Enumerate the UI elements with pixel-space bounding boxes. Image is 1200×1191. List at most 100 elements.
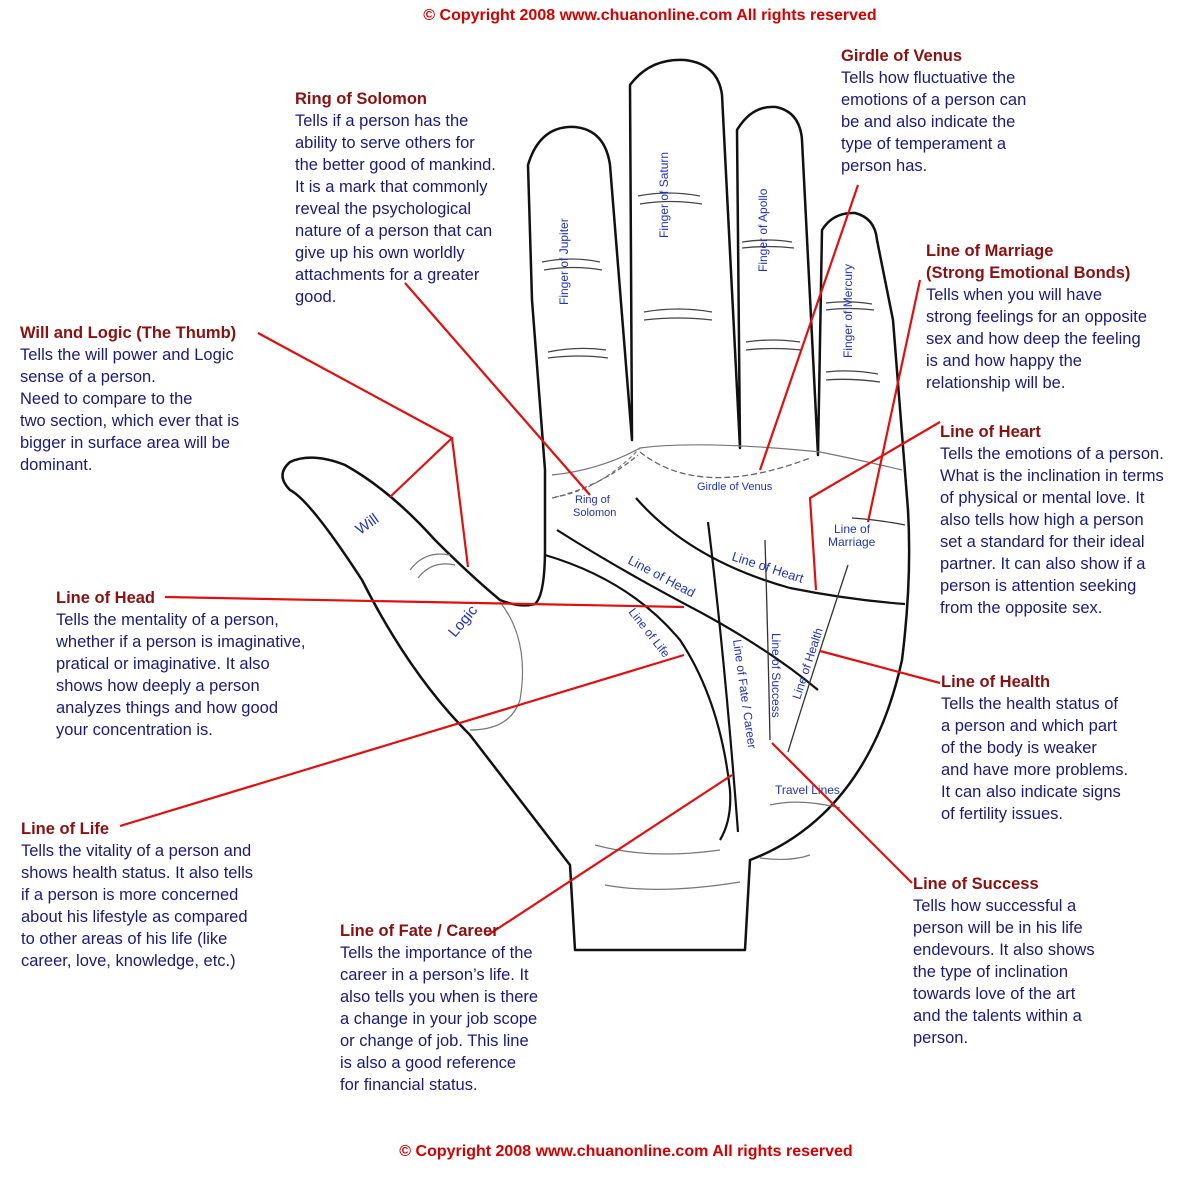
callout-will-and-logic: Will and Logic (The Thumb) Tells the will… <box>20 322 239 476</box>
copyright-line-2: All rights reserved <box>736 7 877 24</box>
callout-text-line: Tells how successful a <box>913 897 1077 915</box>
callout-text-line: also tells you when is there <box>340 988 539 1006</box>
travel-and-wrist-lines <box>594 801 841 890</box>
callout-text-line: type of temperament a <box>841 135 1007 153</box>
callout-text-line: Tells the health status of <box>941 695 1119 713</box>
callout-text-line: partner. It can also show if a <box>940 555 1146 573</box>
callout-text-line: towards love of the art <box>913 985 1076 1003</box>
callout-text-line: is and how happy the <box>926 352 1082 370</box>
copyright-line-1: © Copyright 2008 www.chuanonline.com <box>399 1143 709 1160</box>
girdle-of-venus-line <box>639 451 811 479</box>
label-girdle-venus: Girdle of Venus <box>697 481 773 493</box>
callout-text-line: person has. <box>841 157 928 175</box>
copyright-top: © Copyright 2008 www.chuanonline.com All… <box>350 5 950 27</box>
leader-solomon <box>404 282 591 496</box>
callout-title: Line of Success <box>913 875 1039 893</box>
leader-thumb-logic <box>450 437 470 568</box>
line-of-success <box>764 539 771 741</box>
leader-venus <box>758 184 860 471</box>
callout-text-line: the type of inclination <box>913 963 1069 981</box>
callout-text-line: emotions of a person can <box>841 91 1027 109</box>
leader-life <box>119 653 685 828</box>
line-of-health <box>787 564 849 753</box>
line-of-life <box>544 553 732 841</box>
callout-text-line: sense of a person. <box>20 368 156 386</box>
callout-text-line: sex and how deep the feeling <box>926 330 1141 348</box>
callout-text-line: of the body is weaker <box>941 739 1097 757</box>
callout-text-line: the better good of mankind. <box>295 156 496 174</box>
hand-outline <box>281 58 911 952</box>
callout-text-line: shows health status. It also tells <box>21 864 254 882</box>
copyright-bottom: © Copyright 2008 www.chuanonline.com All… <box>326 1141 926 1163</box>
label-finger-apollo: Finger of Apollo <box>756 188 770 272</box>
callout-text-line: dominant. <box>20 456 93 474</box>
callout-title: Line of Marriage <box>926 242 1054 260</box>
callout-text-line: Tells if a person has the <box>295 112 469 130</box>
callout-text-line: good. <box>295 288 337 306</box>
callout-title: Line of Fate / Career <box>340 922 499 940</box>
callout-text-line: strong feelings for an opposite <box>926 308 1148 326</box>
callout-text-line: and have more problems. <box>941 761 1129 779</box>
callout-text-line: give up his own worldly <box>295 244 465 262</box>
leader-success <box>771 742 913 884</box>
callout-text-line: to other areas of his life (like <box>21 930 228 948</box>
callout-text-line: pratical or imaginative. It also <box>56 655 270 673</box>
callout-text-line: Tells the will power and Logic <box>20 346 234 364</box>
leader-heart <box>808 421 941 591</box>
callout-text-line: attachments for a greater <box>295 266 480 284</box>
callout-text-line: Tells the emotions of a person. <box>940 445 1164 463</box>
leader-head <box>164 595 685 609</box>
ring-of-solomon-line <box>551 454 639 499</box>
callout-text-line: person is attention seeking <box>940 577 1137 595</box>
callout-text-line: is also a good reference <box>340 1054 517 1072</box>
callout-text-line: person will be in his life <box>913 919 1083 937</box>
callout-text-line: Tells the mentality of a person, <box>56 611 279 629</box>
callout-text-line: your concentration is. <box>56 721 213 739</box>
callout-text-line: if a person is more concerned <box>21 886 239 904</box>
leader-marriage <box>866 279 922 523</box>
callout-title: Line of Heart <box>940 423 1041 441</box>
callout-title: Line of Head <box>56 589 156 607</box>
callout-text-line: of fertility issues. <box>941 805 1063 823</box>
finger-creases <box>541 192 881 383</box>
callout-text-line: about his lifestyle as compared <box>21 908 248 926</box>
label-marriage-2: Marriage <box>828 535 876 549</box>
callout-text-line: from the opposite sex. <box>940 599 1103 617</box>
callout-text-line: a person and which part <box>941 717 1118 735</box>
callout-text-line: Tells when you will have <box>926 286 1103 304</box>
callout-title: Line of Life <box>21 820 109 838</box>
label-line-life: Line of Life <box>626 605 673 660</box>
callout-text-line: for financial status. <box>340 1076 478 1094</box>
callout-text-line: person. <box>913 1029 969 1047</box>
callout-text-line: It can also indicate signs <box>941 783 1121 801</box>
label-travel-lines: Travel Lines <box>775 783 840 797</box>
label-line-fate: Line of Fate / Career <box>730 638 759 749</box>
callout-text-line: whether if a person is imaginative, <box>56 633 306 651</box>
callout-text-line: a change in your job scope <box>340 1010 538 1028</box>
callout-text-line: Tells the importance of the <box>340 944 533 962</box>
label-will: Will <box>353 510 383 538</box>
label-finger-saturn: Finger of Saturn <box>657 152 671 238</box>
callout-text-line: also tells how high a person <box>940 511 1144 529</box>
callout-text-line: set a standard for their ideal <box>940 533 1145 551</box>
leader-fate <box>487 774 733 936</box>
callout-title: Will and Logic (The Thumb) <box>20 324 237 342</box>
callout-subtitle: (Strong Emotional Bonds) <box>926 264 1131 282</box>
label-finger-mercury: Finger of Mercury <box>841 264 855 358</box>
label-marriage-1: Line of <box>834 522 871 536</box>
callout-title: Line of Health <box>941 673 1051 691</box>
callout-text-line: of physical or mental love. It <box>940 489 1145 507</box>
callout-text-line: career in a person’s life. It <box>340 966 529 984</box>
thumb-details <box>409 553 524 731</box>
label-ring-solomon-1: Ring of <box>575 494 611 506</box>
callout-text-line: Tells the vitality of a person and <box>21 842 252 860</box>
callout-line-of-marriage: Line of Marriage (Strong Emotional Bonds)… <box>926 240 1147 394</box>
